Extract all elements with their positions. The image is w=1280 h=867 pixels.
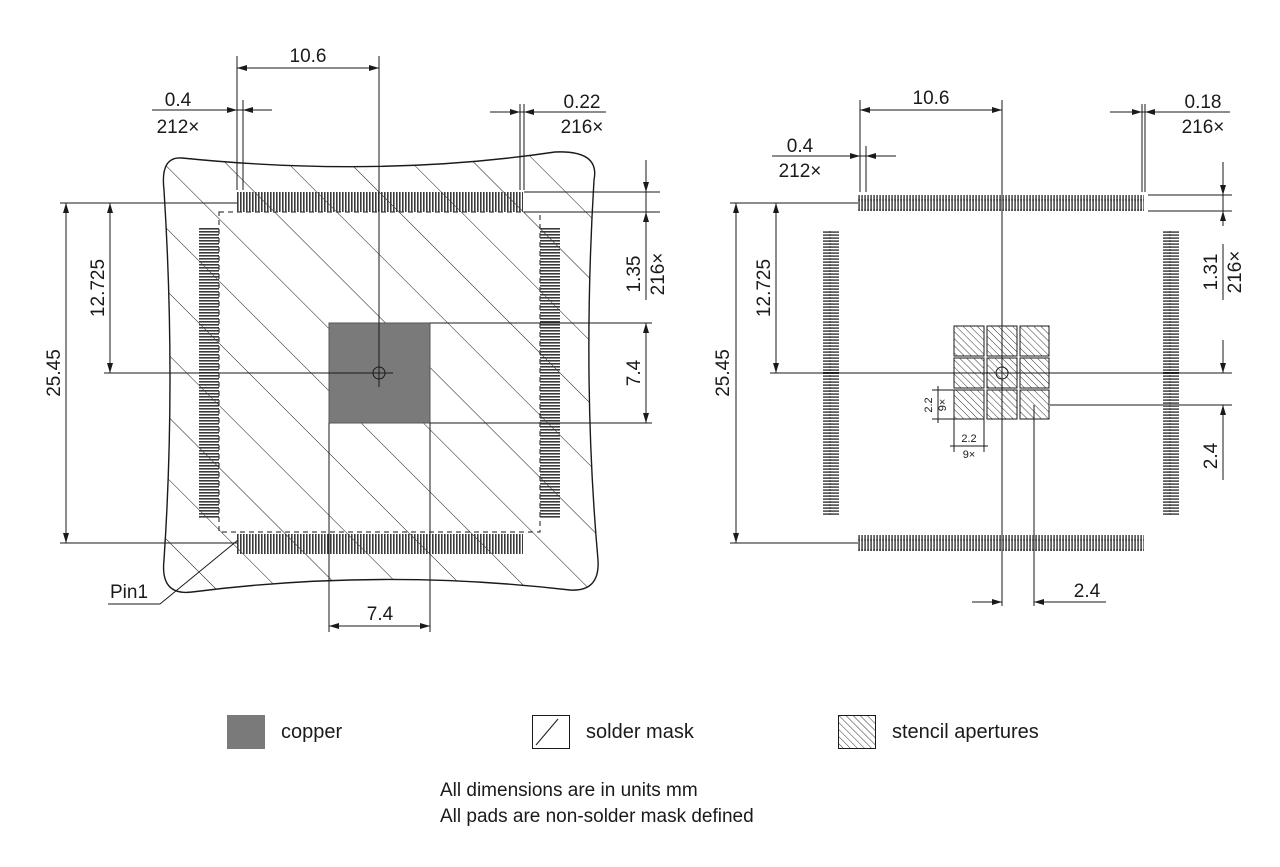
dim-aperture-h: 2.2	[961, 433, 976, 445]
dim-pitch: 0.4	[165, 90, 192, 111]
solder-mask-swatch	[532, 715, 570, 749]
dim-span-right: 25.45	[713, 349, 734, 397]
dim-pad-width-count-right: 216×	[1182, 117, 1225, 138]
legend-solder-mask-label: solder mask	[586, 720, 694, 743]
right-dimension-lines	[730, 100, 1232, 606]
dim-half-span: 12.725	[88, 259, 109, 317]
left-arrowheads	[63, 65, 649, 629]
note-units: All dimensions are in units mm	[440, 780, 698, 801]
land-pattern-drawing: 10.6 0.4 212× 0.22 216× 1.35 216× 25.45 …	[44, 46, 1246, 632]
stencil-row-top	[858, 195, 1144, 211]
copper-swatch	[227, 715, 265, 749]
dim-epad-width: 7.4	[367, 604, 394, 625]
dim-epad-height: 7.4	[624, 359, 645, 386]
left-view: 10.6 0.4 212× 0.22 216× 1.35 216× 25.45 …	[44, 46, 669, 632]
pad-row-right	[540, 228, 560, 518]
dim-pad-length: 1.35	[624, 256, 645, 293]
dim-aperture-h-count: 9×	[963, 449, 976, 461]
notes: All dimensions are in units mm All pads …	[440, 778, 754, 830]
legend-solder-mask: solder mask	[532, 712, 694, 752]
dim-pitch-count: 212×	[157, 117, 200, 138]
legend-copper: copper	[227, 712, 342, 752]
legend-copper-label: copper	[281, 720, 343, 743]
dim-top-width-right: 10.6	[913, 88, 950, 109]
pad-row-bottom	[236, 534, 523, 554]
legend-stencil-label: stencil apertures	[892, 720, 1039, 743]
dim-pad-length-count-right: 216×	[1225, 251, 1246, 294]
dim-pad-length-count: 216×	[648, 253, 669, 296]
dim-offset-vertical: 2.4	[1201, 442, 1222, 469]
dim-aperture-v: 2.2	[923, 397, 935, 412]
note-pads: All pads are non-solder mask defined	[440, 806, 754, 827]
dim-pad-width-right: 0.18	[1185, 92, 1222, 113]
pin1-label: Pin1	[110, 582, 148, 603]
dim-pitch-count-right: 212×	[779, 161, 822, 182]
dim-pad-width-count: 216×	[561, 117, 604, 138]
stencil-swatch	[838, 715, 876, 749]
right-view: 10.6 0.4 212× 0.18 216× 1.31 216× 25.45 …	[713, 88, 1246, 606]
right-arrowheads	[733, 107, 1226, 605]
dim-top-width: 10.6	[290, 46, 327, 67]
dim-pad-length-right: 1.31	[1201, 254, 1222, 291]
left-dimension-lines	[60, 56, 660, 632]
dim-offset-horizontal: 2.4	[1074, 581, 1101, 602]
legend-stencil: stencil apertures	[838, 712, 1039, 752]
dim-aperture-v-count: 9×	[937, 399, 949, 412]
dim-half-span-right: 12.725	[754, 259, 775, 317]
dim-pitch-right: 0.4	[787, 136, 814, 157]
dim-pad-width: 0.22	[564, 92, 601, 113]
dim-span: 25.45	[44, 349, 65, 397]
stencil-row-bottom	[858, 535, 1144, 551]
